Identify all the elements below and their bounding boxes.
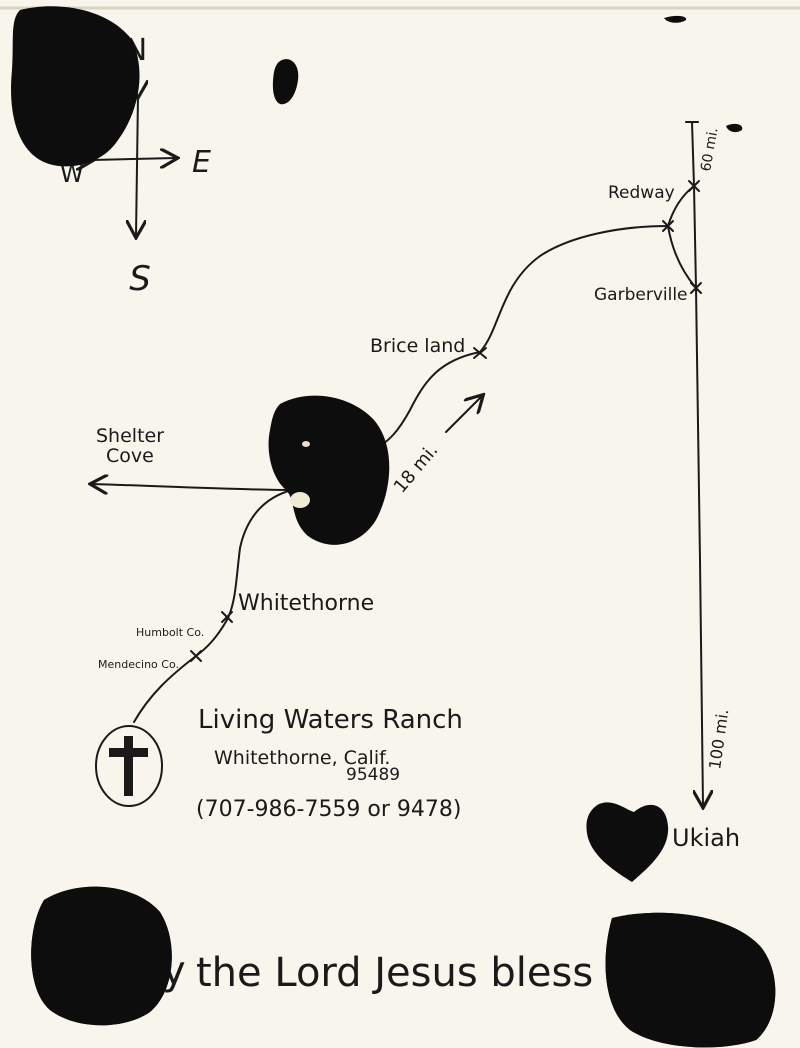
cross-horizontal — [109, 748, 148, 757]
road-to-shelter-cove — [92, 484, 293, 490]
label-ukiah: Ukiah — [672, 824, 740, 852]
whitethorne-marker — [221, 611, 233, 623]
compass-rose — [92, 96, 176, 236]
direction-arrow-briceland — [445, 396, 482, 433]
label-mendocino-county: Mendecino Co. — [98, 658, 179, 671]
road-to-briceland — [479, 225, 669, 353]
blot-speck-right — [726, 123, 743, 133]
highway-line — [691, 121, 703, 806]
ranch-zip: 95489 — [346, 765, 400, 785]
cross-vertical — [124, 736, 133, 796]
ranch-phone: (707-986-7559 or 9478) — [196, 797, 462, 822]
blot-small-top — [272, 59, 299, 105]
blot-ukiah — [586, 802, 669, 882]
blot-hole — [302, 441, 310, 447]
blot-speck-top — [664, 15, 687, 23]
garberville-marker — [690, 282, 702, 294]
compass-east-label: E — [192, 145, 211, 180]
north-south-arrow — [136, 96, 138, 236]
blot-hole — [290, 492, 310, 508]
distance-north-leg: 60 mi. — [698, 126, 721, 172]
compass-south-label: S — [129, 259, 151, 299]
distance-briceland-leg: 18 mi. — [390, 440, 443, 497]
distance-south-leg: 100 mi. — [705, 708, 732, 771]
compass-west-label: W — [60, 160, 84, 188]
county-line-marker — [190, 650, 202, 662]
east-west-arrow — [92, 158, 176, 160]
blot-bottom-right-overlay — [605, 912, 776, 1048]
ranch-symbol — [95, 725, 163, 807]
redway-marker — [688, 180, 700, 192]
blot-bottom-left-overlay — [31, 886, 172, 1026]
label-whitethorne: Whitethorne — [238, 591, 374, 616]
blot-center — [268, 395, 390, 545]
label-cove: Cove — [106, 445, 154, 467]
ranch-name: Living Waters Ranch — [198, 705, 463, 735]
label-humboldt-county: Humbolt Co. — [136, 626, 204, 639]
ranch-address: Whitethorne, Calif. — [214, 747, 390, 769]
blot-top-left — [11, 6, 140, 167]
label-redway: Redway — [608, 183, 675, 203]
label-shelter: Shelter — [96, 425, 164, 447]
ranch-circle — [95, 725, 163, 807]
label-briceland: Brice land — [370, 335, 465, 357]
label-garberville: Garberville — [594, 285, 688, 305]
